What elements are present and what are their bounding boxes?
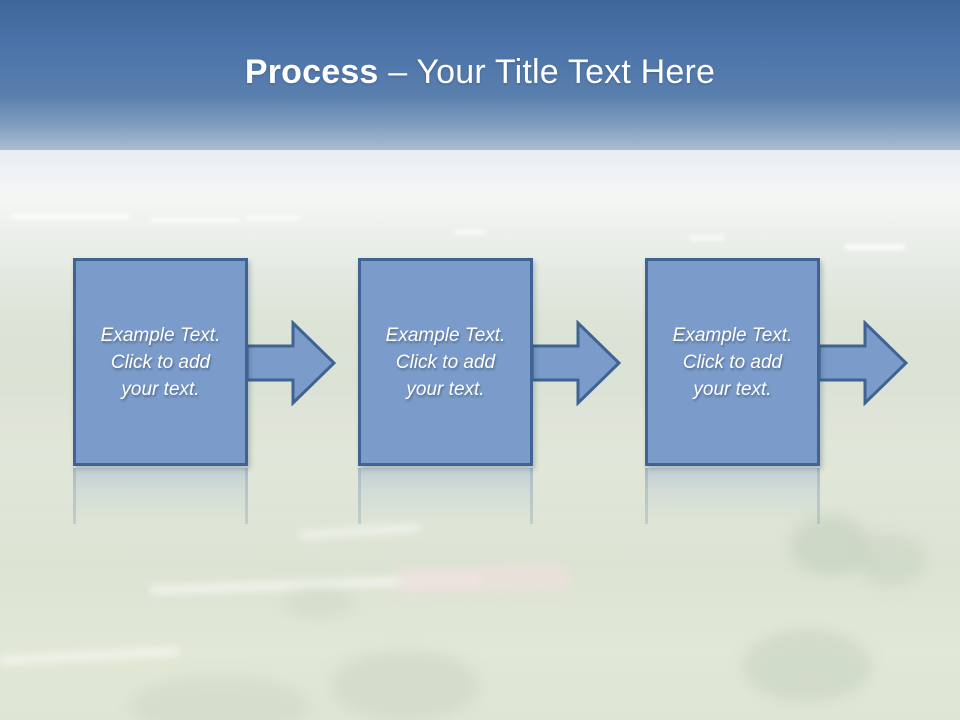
step-label-1: Example Text. Click to add your text.: [100, 324, 221, 400]
step-label-3: Example Text. Click to add your text.: [672, 324, 793, 400]
page-title-rest: Your Title Text Here: [416, 53, 716, 91]
page-title-bold: Process: [244, 53, 379, 91]
step-box-1[interactable]: Example Text. Click to add your text.: [73, 258, 248, 466]
page-title-separator: –: [378, 53, 417, 91]
step-reflection: [358, 468, 533, 524]
process-step-3[interactable]: Example Text. Click to add your text.: [645, 258, 909, 466]
process-step-1[interactable]: Example Text. Click to add your text.: [73, 258, 337, 466]
process-step-2[interactable]: Example Text. Click to add your text.: [358, 258, 622, 466]
step-box-2[interactable]: Example Text. Click to add your text.: [358, 258, 533, 466]
step-reflection: [73, 468, 248, 524]
step-reflection: [645, 468, 820, 524]
arrow-right-icon-3: [817, 320, 909, 406]
step-label-2: Example Text. Click to add your text.: [385, 324, 506, 400]
step-box-3[interactable]: Example Text. Click to add your text.: [645, 258, 820, 466]
arrow-right-icon-2: [530, 320, 622, 406]
page-title: Process – Your Title Text Here: [0, 50, 960, 94]
arrow-right-icon-1: [245, 320, 337, 406]
